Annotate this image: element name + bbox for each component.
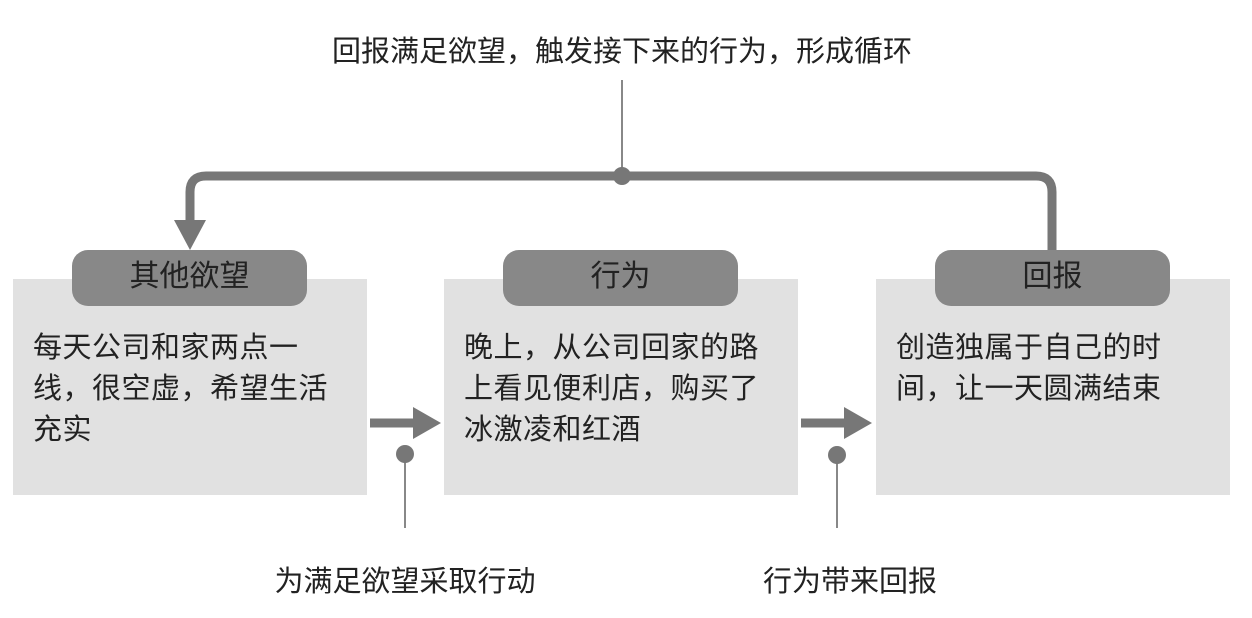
stage-box-reward: 创造独属于自己的时间，让一天圆满结束	[876, 279, 1230, 495]
stage-title-action: 行为	[503, 250, 738, 306]
stage-text: 每天公司和家两点一线，很空虚，希望生活充实	[33, 330, 329, 446]
arrow-2-head	[844, 407, 872, 439]
top-caption-dot	[613, 167, 631, 185]
loop-arrowhead	[174, 220, 206, 250]
arrow-1-head	[413, 407, 441, 439]
top-caption: 回报满足欲望，触发接下来的行为，形成循环	[331, 34, 913, 68]
stage-title-reward: 回报	[935, 250, 1170, 306]
transition-label-2: 行为带来回报	[762, 564, 938, 598]
arrow-2-dot	[828, 446, 846, 464]
stage-box-desire: 每天公司和家两点一线，很空虚，希望生活充实	[13, 279, 367, 495]
arrow-1-dot	[396, 445, 414, 463]
loop-arrow	[185, 171, 1057, 250]
stage-box-action: 晚上，从公司回家的路上看见便利店，购买了冰激凌和红酒	[444, 279, 798, 495]
stage-title-desire: 其他欲望	[72, 250, 307, 306]
stage-text: 创造独属于自己的时间，让一天圆满结束	[896, 330, 1162, 405]
stage-text: 晚上，从公司回家的路上看见便利店，购买了冰激凌和红酒	[464, 330, 760, 446]
transition-label-1: 为满足欲望采取行动	[274, 564, 536, 598]
